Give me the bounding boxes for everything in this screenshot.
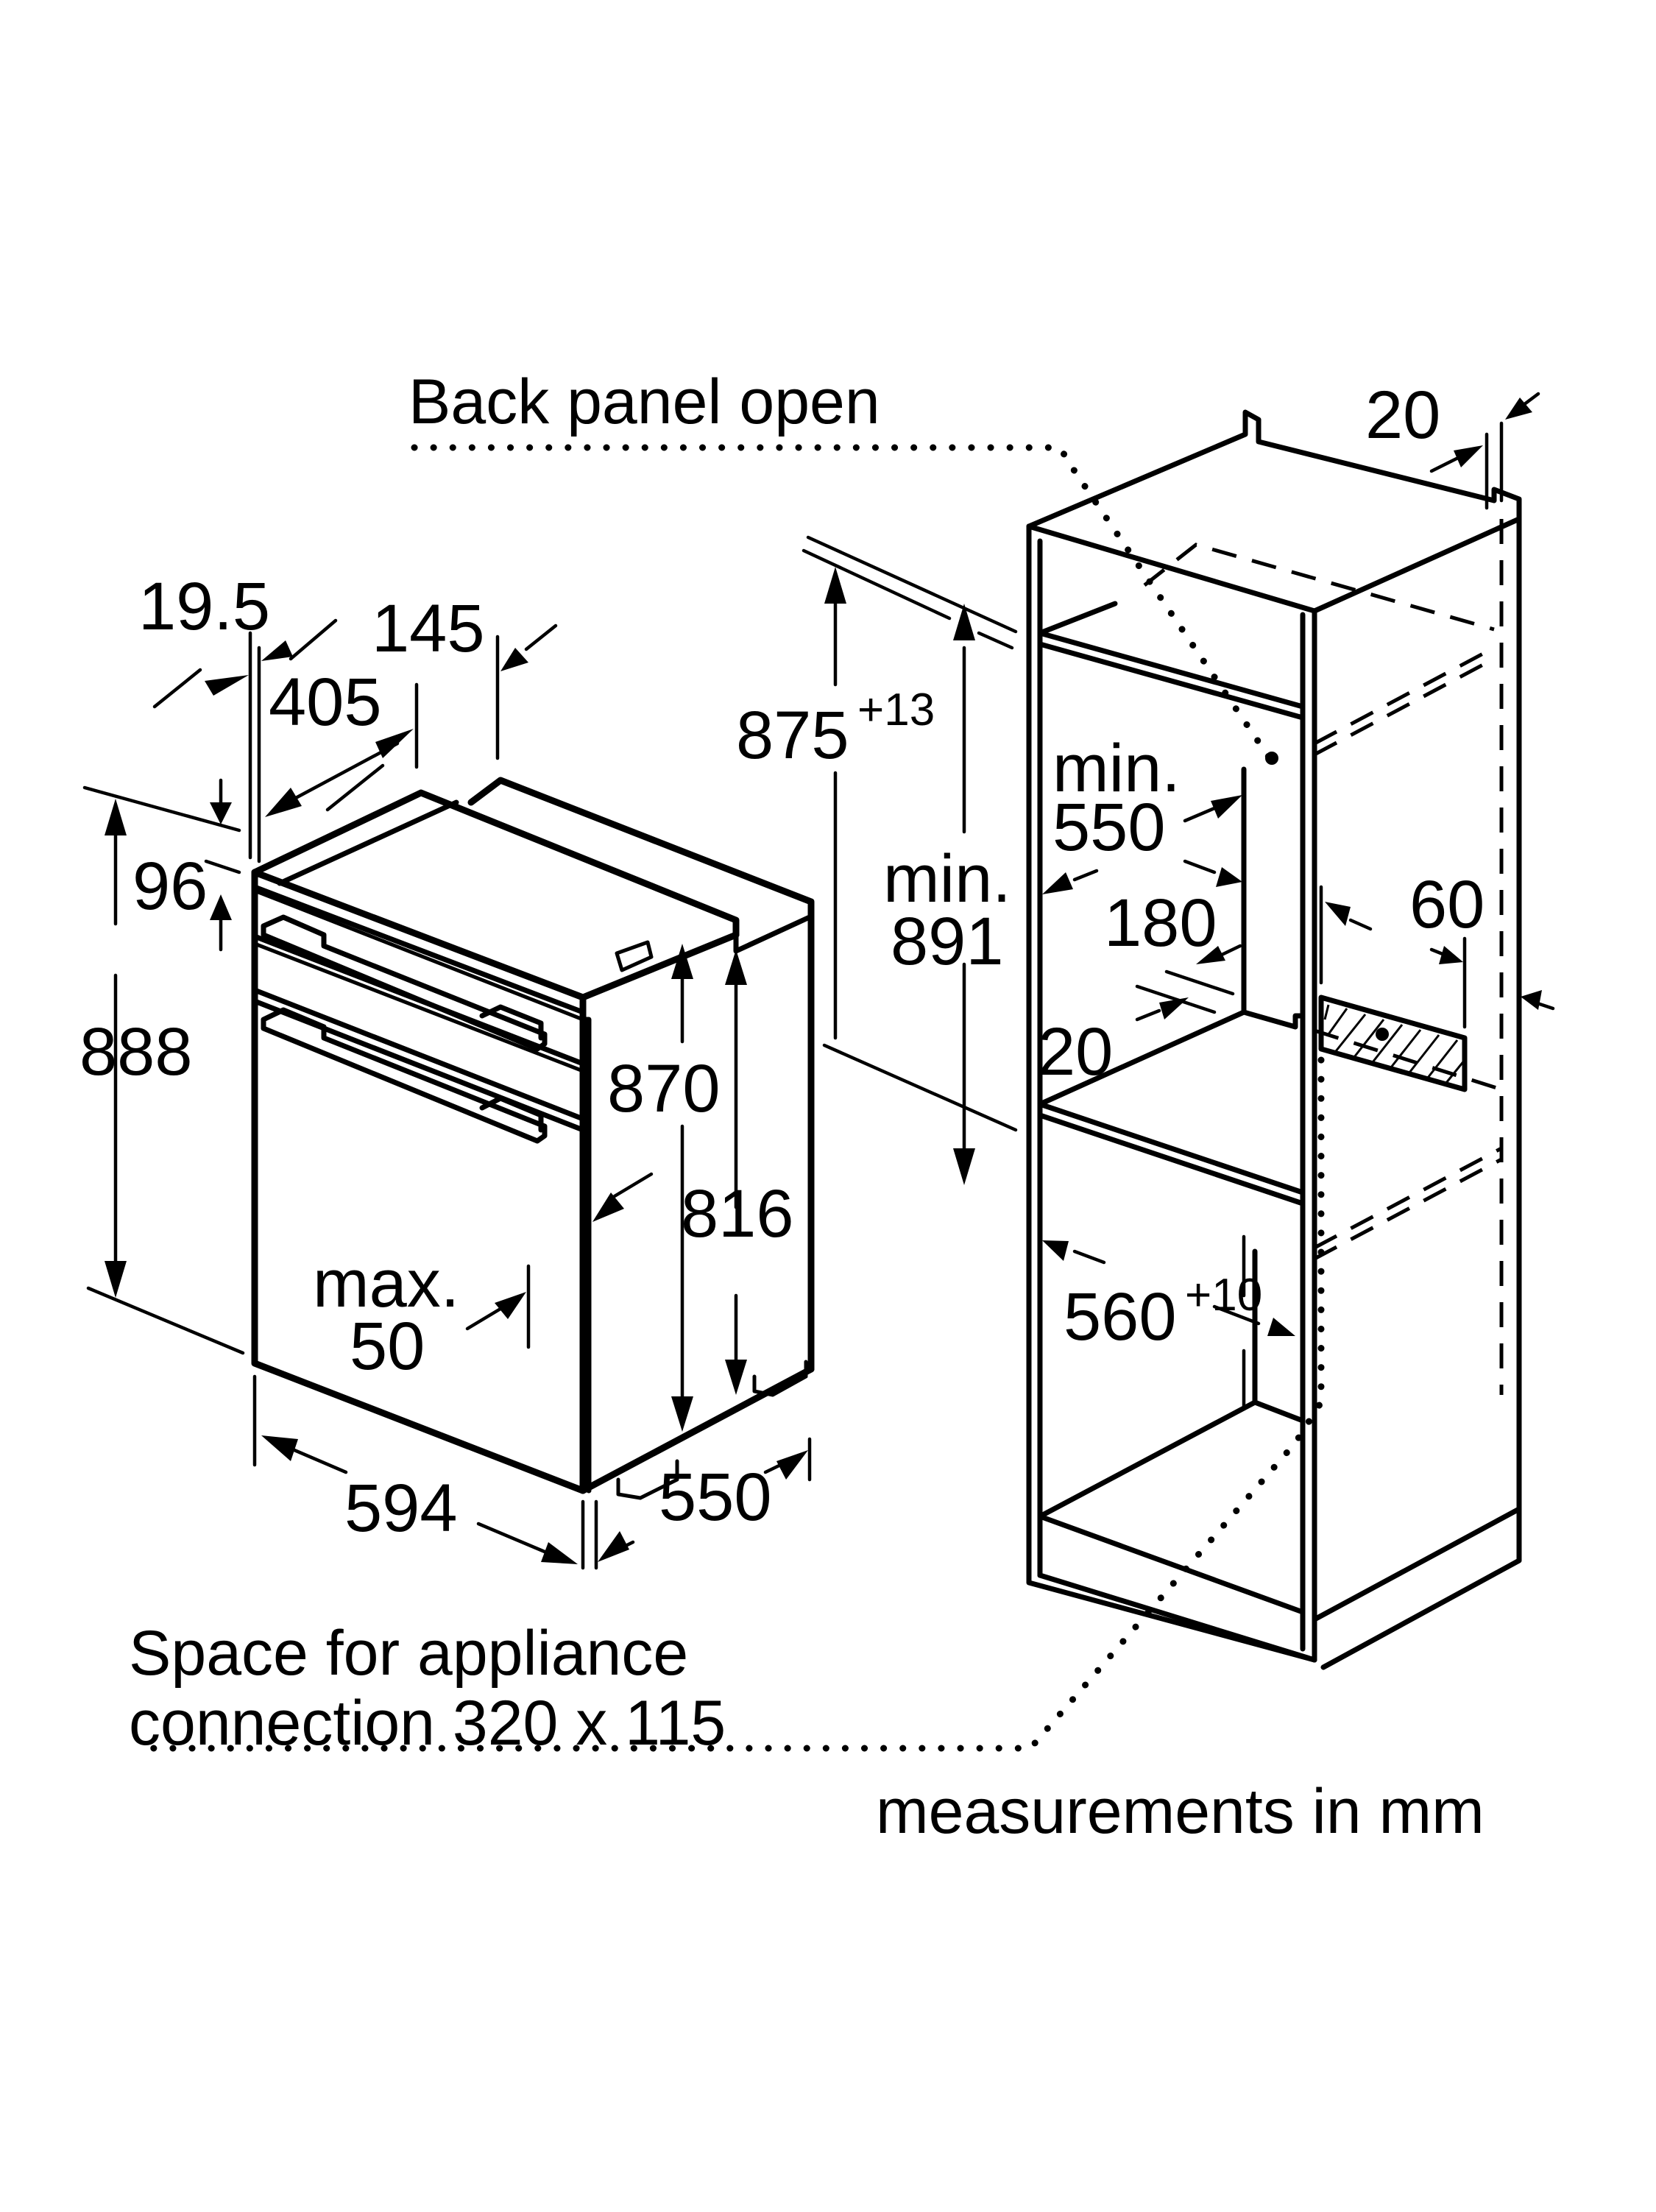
dim-max-label: max. bbox=[313, 1246, 459, 1321]
dim-875: 875 bbox=[736, 698, 849, 773]
dim-96: 96 bbox=[132, 849, 208, 924]
cabinet-right-side bbox=[1312, 516, 1522, 1622]
dim-19-5: 19.5 bbox=[138, 569, 270, 644]
appliance-connection-callout-line2: connection 320 x 115 bbox=[129, 1688, 726, 1759]
side-carry-handle bbox=[615, 940, 654, 972]
oven-top-inner bbox=[277, 799, 459, 886]
dim-816: 816 bbox=[681, 1176, 794, 1251]
cabinet-dimensions: 20 875 +13 min. 891 min. 550 180 bbox=[736, 378, 1555, 1408]
oven-side-bottom bbox=[579, 1365, 815, 1494]
oven-rear-step bbox=[733, 914, 814, 954]
units-note: measurements in mm bbox=[876, 1776, 1485, 1847]
upper-shelf-front bbox=[1037, 630, 1306, 710]
upper-door-top-inner bbox=[252, 941, 585, 1073]
oven-dimensions: 19.5 405 145 96 888 870 bbox=[79, 569, 812, 1570]
dim-594: 594 bbox=[344, 1471, 458, 1546]
control-panel-inner bbox=[252, 888, 585, 1022]
oven-drawing bbox=[251, 777, 815, 1500]
dim-888: 888 bbox=[79, 1014, 193, 1089]
dim-870: 870 bbox=[607, 1051, 721, 1126]
niche-floor bbox=[1037, 1009, 1306, 1107]
cabinet-top bbox=[1026, 409, 1522, 614]
oven-front-face bbox=[251, 869, 587, 1494]
oven-side-top bbox=[579, 931, 740, 1001]
lower-door-handle bbox=[261, 1007, 548, 1144]
plinth bbox=[1037, 1536, 1317, 1663]
vent-slot bbox=[1318, 994, 1468, 1092]
dim-max-50: 50 bbox=[350, 1309, 425, 1384]
dim-560-tolerance: +10 bbox=[1185, 1270, 1262, 1321]
dim-180: 180 bbox=[1104, 886, 1217, 961]
dim-20-floor: 20 bbox=[1038, 1014, 1113, 1089]
door-divider bbox=[252, 987, 586, 1122]
hidden-lines bbox=[1143, 519, 1504, 1395]
cabinet-front-left bbox=[1026, 523, 1317, 1663]
dim-60: 60 bbox=[1409, 867, 1485, 942]
dim-875-tolerance: +13 bbox=[857, 685, 935, 735]
dim-min-550: 550 bbox=[1052, 790, 1166, 865]
back-panel-leader bbox=[411, 444, 1273, 762]
appliance-connection-leader bbox=[131, 1056, 1325, 1752]
oven-foot-rear bbox=[752, 1360, 808, 1397]
dim-560: 560 bbox=[1064, 1279, 1177, 1354]
oven-top-edge bbox=[251, 789, 740, 939]
dim-550-depth: 550 bbox=[659, 1460, 772, 1535]
cabinet-drawing bbox=[131, 409, 1522, 1752]
dim-891: 891 bbox=[891, 904, 1004, 979]
appliance-connection-callout-line1: Space for appliance bbox=[129, 1618, 688, 1689]
control-panel-edge bbox=[252, 884, 586, 1015]
dim-min-891-label: min. bbox=[883, 841, 1011, 916]
oven-foot-front bbox=[616, 1459, 679, 1500]
dim-145: 145 bbox=[372, 591, 485, 666]
dim-min-550-label: min. bbox=[1052, 731, 1181, 806]
back-panel-open-callout: Back panel open bbox=[408, 367, 880, 437]
upper-door-handle bbox=[261, 914, 548, 1052]
oven-rear-block bbox=[467, 777, 815, 1373]
dim-405: 405 bbox=[269, 665, 382, 740]
dim-20-top: 20 bbox=[1365, 378, 1440, 453]
